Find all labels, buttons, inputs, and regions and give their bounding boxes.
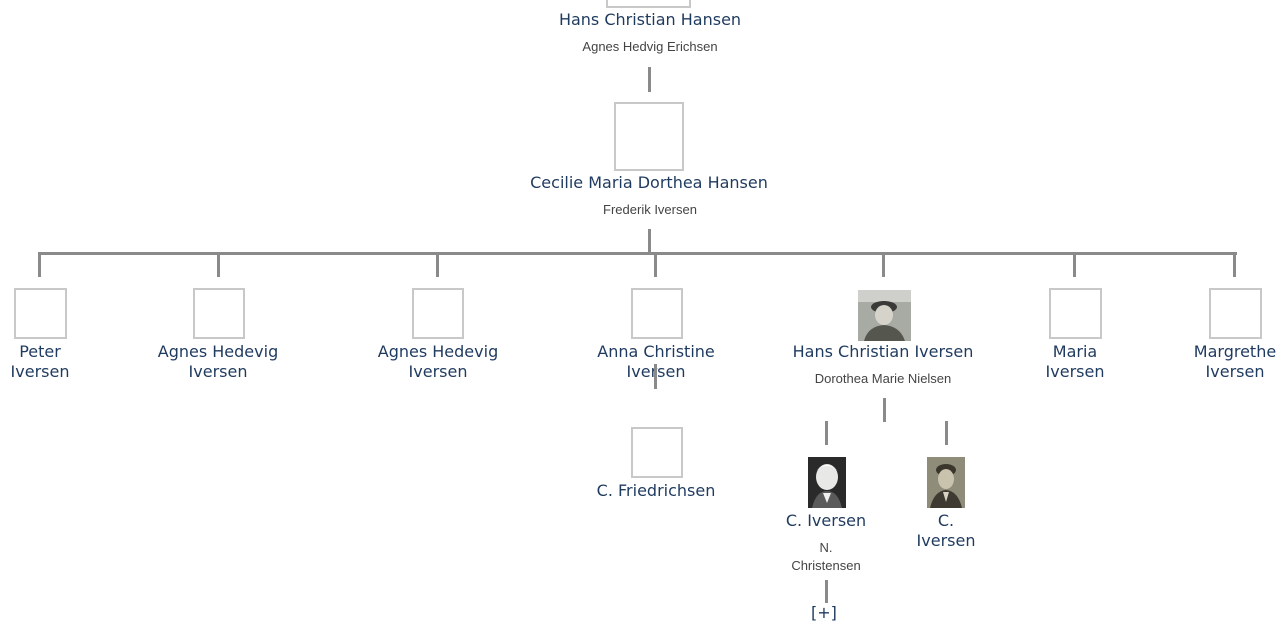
grandchild-person-name[interactable]: C. Iversen: [896, 511, 996, 551]
child-person-name[interactable]: Margrethe Iversen: [1184, 342, 1286, 382]
connector-expand: [825, 580, 828, 603]
connector-grandchild-1: [825, 421, 828, 445]
child-name-first: Anna Christine: [597, 342, 715, 361]
connector-parent-down: [648, 229, 651, 254]
spouse-person-name[interactable]: C. Friedrichsen: [596, 481, 716, 500]
connector-child-6: [1073, 254, 1076, 277]
grandchild-name-last: Iversen: [916, 531, 976, 550]
child-photo-placeholder[interactable]: [193, 288, 245, 339]
child-name-last: Iversen: [408, 362, 468, 381]
sibling-connector-bar: [38, 252, 1237, 255]
child-person-name[interactable]: Agnes Hedevig Iversen: [358, 342, 518, 382]
portrait-icon: [808, 457, 846, 508]
child-name-first: Peter: [19, 342, 61, 361]
connector-child-5: [882, 254, 885, 277]
child-person-name[interactable]: Hans Christian Iversen: [792, 342, 974, 361]
parent-spouse-name[interactable]: Frederik Iversen: [603, 202, 697, 217]
connector-grandchild-2: [945, 421, 948, 445]
grandchild-photo[interactable]: [927, 457, 965, 508]
child-name-first: Maria: [1052, 342, 1098, 361]
root-spouse-name[interactable]: Agnes Hedvig Erichsen: [582, 39, 718, 54]
child-photo-placeholder[interactable]: [14, 288, 67, 339]
child-photo-placeholder[interactable]: [1049, 288, 1102, 339]
root-photo-frame-edge: [606, 0, 691, 8]
child-name-last: Iversen: [1205, 362, 1265, 381]
portrait-icon: [858, 290, 911, 341]
connector-child-3: [436, 254, 439, 277]
spouse-name-first: N.: [819, 540, 833, 555]
connector-child4-to-spouse: [654, 364, 657, 389]
root-person-name[interactable]: Hans Christian Hansen: [558, 10, 742, 29]
grandchild-photo[interactable]: [808, 457, 846, 508]
connector-root-to-parent: [648, 67, 651, 92]
child-name-last: Iversen: [188, 362, 248, 381]
portrait-icon: [927, 457, 965, 508]
expand-descendants-button[interactable]: [+]: [811, 603, 837, 622]
child-person-name[interactable]: Maria Iversen: [1025, 342, 1125, 382]
child-photo-placeholder[interactable]: [412, 288, 464, 339]
child-person-name[interactable]: Peter Iversen: [0, 342, 80, 382]
child-name-last: Iversen: [10, 362, 70, 381]
parent-photo-placeholder[interactable]: [614, 102, 684, 171]
connector-child5-down: [883, 398, 886, 422]
child-photo[interactable]: [858, 290, 911, 341]
parent-person-name[interactable]: Cecilie Maria Dorthea Hansen: [530, 173, 768, 192]
child-person-name[interactable]: Agnes Hedevig Iversen: [138, 342, 298, 382]
child-name-first: Margrethe: [1193, 342, 1277, 361]
child-name-last: Iversen: [1045, 362, 1105, 381]
grandchild-name-first: C.: [937, 511, 955, 530]
connector-child-4: [654, 254, 657, 277]
connector-child-1: [38, 254, 41, 277]
child-name-first: Agnes Hedevig: [377, 342, 499, 361]
child-name-first: Agnes Hedevig: [157, 342, 279, 361]
spouse-name-last: Christensen: [791, 558, 861, 573]
spouse-photo-placeholder[interactable]: [631, 427, 683, 478]
child-photo-placeholder[interactable]: [631, 288, 683, 339]
child-spouse-name[interactable]: Dorothea Marie Nielsen: [814, 371, 952, 386]
connector-child-7: [1233, 254, 1236, 277]
grandchild-person-name[interactable]: C. Iversen: [785, 511, 867, 530]
connector-child-2: [217, 254, 220, 277]
grandchild-spouse-name[interactable]: N. Christensen: [786, 539, 866, 575]
child-photo-placeholder[interactable]: [1209, 288, 1262, 339]
